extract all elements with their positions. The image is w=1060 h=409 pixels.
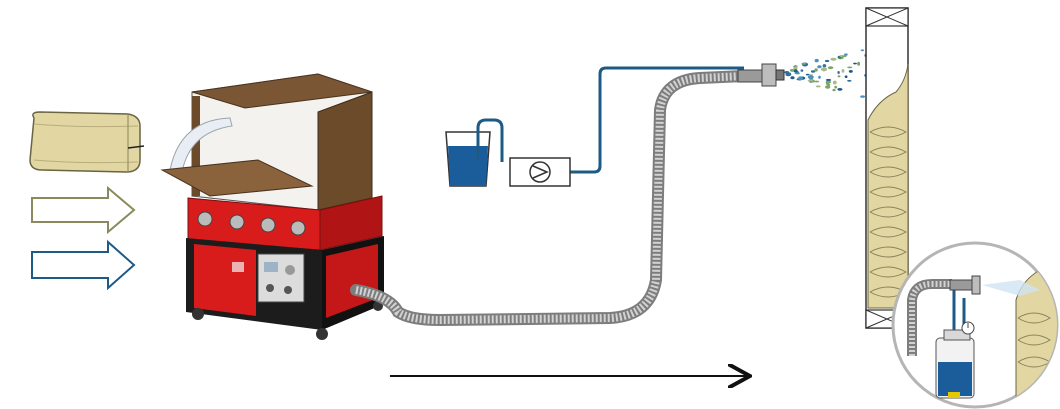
spray-particle (837, 71, 840, 74)
spray-particle (810, 70, 816, 73)
spray-particle (793, 69, 798, 73)
spray-particle (798, 76, 803, 81)
spray-particle (815, 85, 821, 88)
spray-particle (814, 80, 820, 83)
spray-particle (832, 80, 837, 85)
spray-particle (818, 75, 821, 79)
spray-particle (794, 72, 800, 75)
machine-icon (160, 73, 384, 340)
spray-particle (807, 79, 813, 82)
spray-particle (787, 72, 792, 76)
spray-particle (832, 88, 836, 92)
wall-icon (865, 7, 909, 329)
spray-particle (825, 81, 829, 86)
spray-particle (790, 76, 795, 80)
magnifier-inset-icon (891, 241, 1059, 409)
spray-particle (847, 79, 852, 82)
spray-particle (834, 85, 838, 89)
spray-particle (853, 62, 857, 65)
spray-particle (814, 68, 818, 72)
bale-icon (29, 111, 145, 173)
spray-particle (841, 69, 845, 73)
spray-particle (801, 62, 807, 65)
spray-particle (857, 61, 861, 66)
spray-particle (837, 75, 841, 78)
spray-particle (805, 73, 810, 76)
nozzle-icon (737, 63, 785, 87)
spray-particle (860, 95, 865, 98)
spray-particle (848, 70, 853, 73)
spray-particle (814, 58, 819, 63)
spray-particle (789, 69, 795, 72)
spray-particle (800, 69, 804, 72)
spray-particle (847, 66, 853, 69)
spray-particle (825, 85, 831, 89)
spray-particle (822, 64, 827, 68)
spray-particle (860, 49, 865, 52)
spray-particle (807, 75, 814, 79)
spray-particle (830, 57, 837, 61)
hose-icon (350, 70, 750, 327)
spray-particle (827, 66, 834, 70)
spray-particle (793, 66, 798, 70)
pump-icon (509, 157, 571, 187)
spray-particle (844, 75, 848, 78)
water-pipe (476, 66, 744, 174)
spray-particle (824, 59, 830, 63)
spray-particle (825, 78, 832, 82)
hollow-arrow-icon (31, 185, 136, 235)
hollow-arrow-icon (31, 239, 136, 291)
spray-particle (817, 65, 822, 69)
spray-particle (820, 67, 828, 72)
glass-icon (445, 131, 491, 187)
spray-particle (842, 55, 847, 58)
spray-particle (837, 88, 843, 91)
